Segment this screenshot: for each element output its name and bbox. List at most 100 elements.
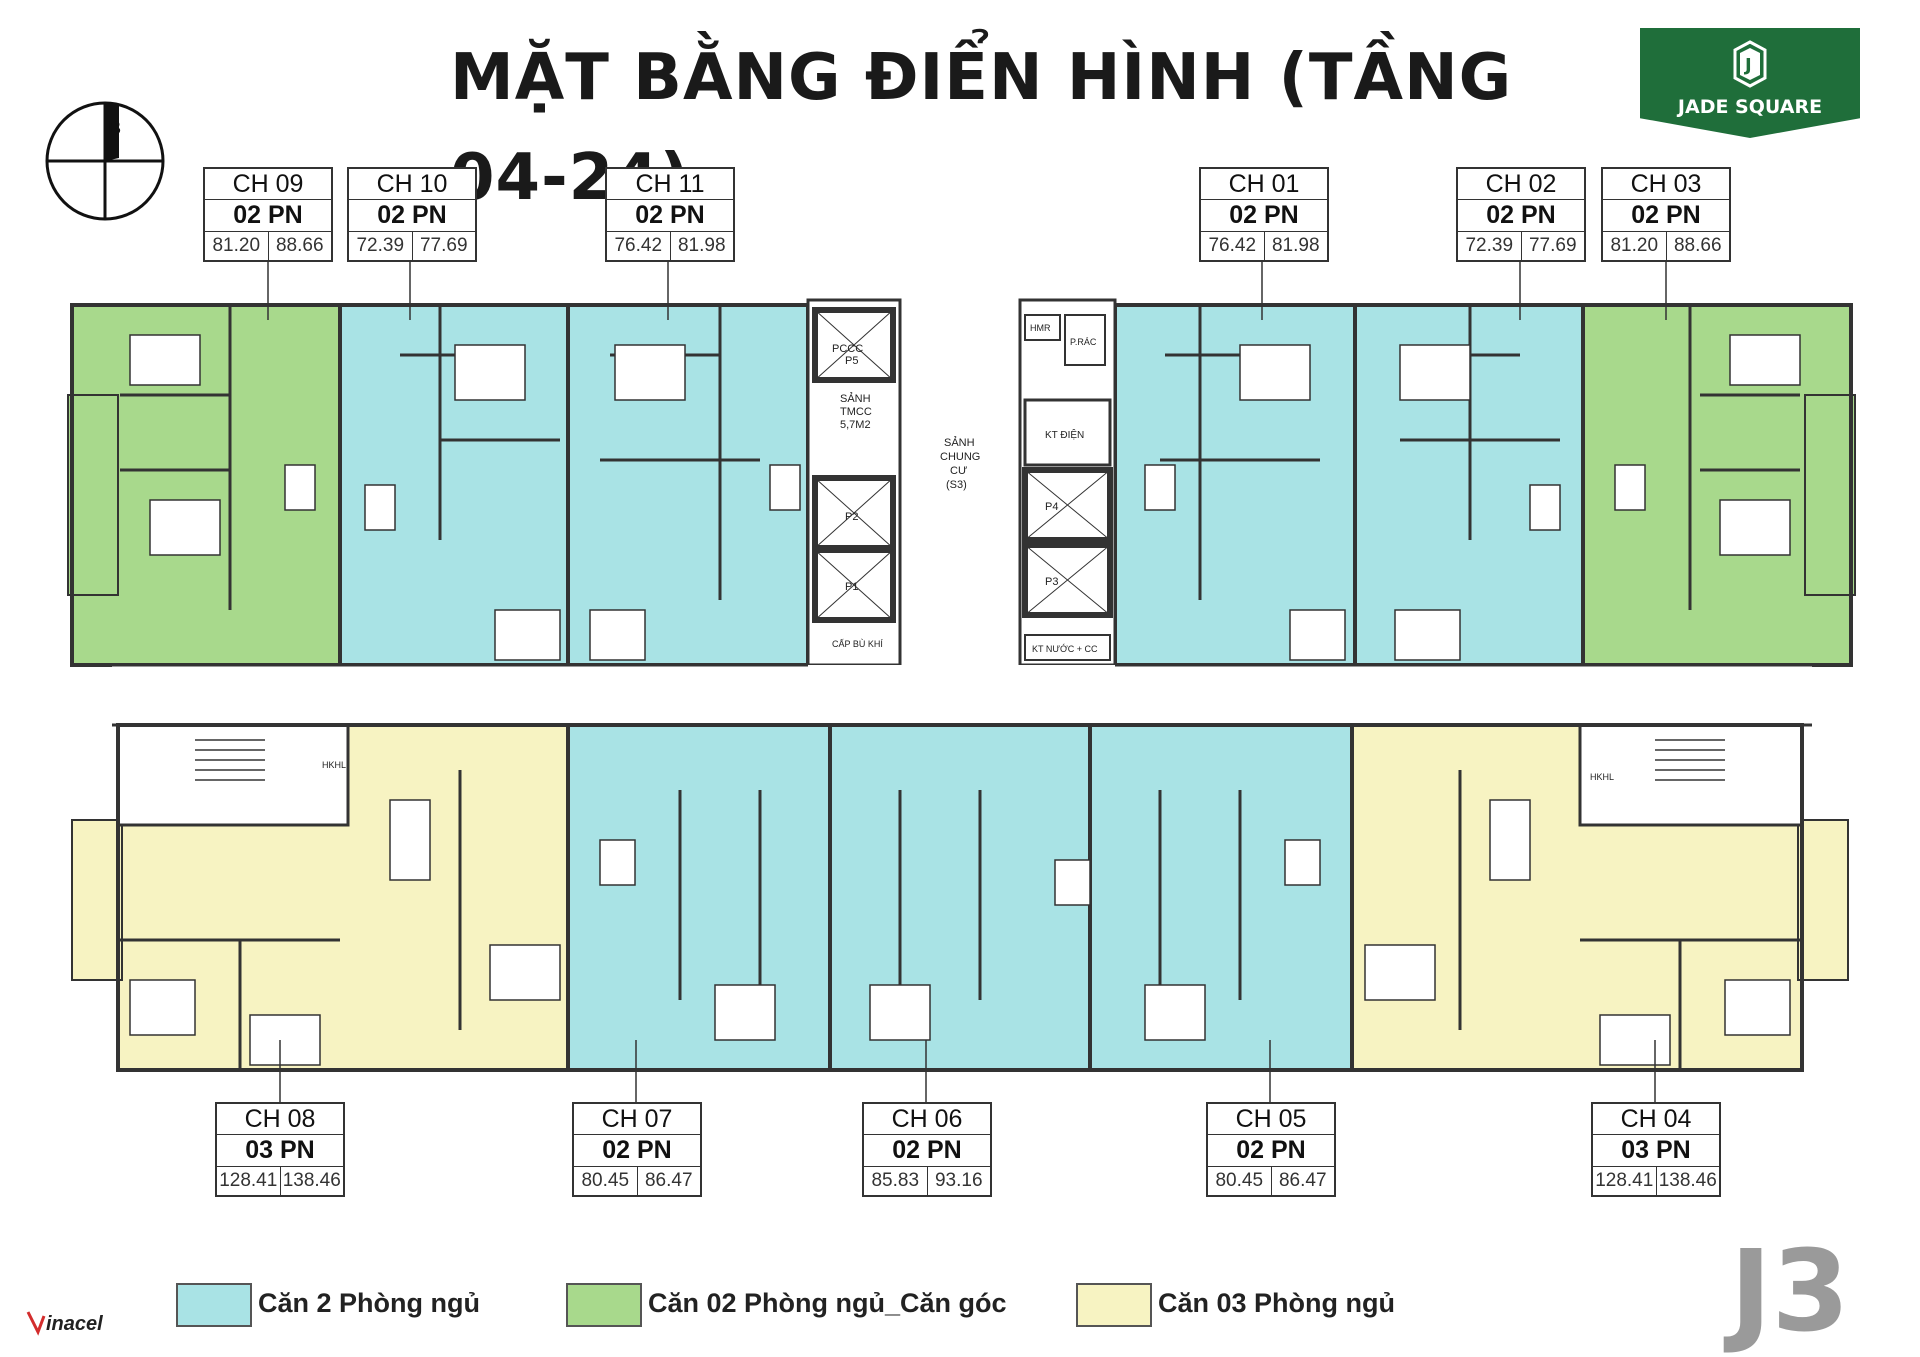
core-pcsc: PCCC: [832, 343, 863, 355]
core-water: KT NƯỚC + CC: [1032, 644, 1098, 654]
unit-ch04-balcony: [1797, 819, 1849, 981]
unit-ch05-area: [1090, 725, 1352, 1070]
unit-label-ch11: CH 11 02 PN 76.42 81.98: [605, 167, 735, 262]
unit-ch09-balcony: [67, 394, 119, 596]
legend-swatch-corner: [566, 1283, 642, 1327]
unit-type: 02 PN: [1208, 1135, 1334, 1167]
unit-area-b: 93.16: [934, 1170, 983, 1191]
unit-label-ch06: CH 06 02 PN 85.83 93.16: [862, 1102, 992, 1197]
unit-type: 02 PN: [864, 1135, 990, 1167]
unit-label-ch10: CH 10 02 PN 72.39 77.69: [347, 167, 477, 262]
unit-area-a: 85.83: [864, 1167, 928, 1195]
unit-area-b: 86.47: [644, 1170, 693, 1191]
unit-area-b: 77.69: [419, 235, 468, 256]
unit-area-a: 72.39: [349, 232, 413, 260]
unit-type: 02 PN: [349, 200, 475, 232]
core-p2: P2: [845, 511, 858, 523]
unit-code: CH 06: [864, 1104, 990, 1135]
brand-text: inacel: [46, 1313, 103, 1335]
core-trash: P.RÁC: [1070, 337, 1097, 347]
jade-square-logo: J JADE SQUARE: [1640, 28, 1860, 138]
unit-type: 02 PN: [607, 200, 733, 232]
inacel-brand-logo: inacel: [26, 1311, 103, 1336]
legend-label-corner: Căn 02 Phòng ngủ_Căn góc: [648, 1288, 1007, 1318]
core-electric: KT ĐIỆN: [1045, 428, 1084, 441]
core-lobby-main-2: CHUNG: [940, 451, 980, 463]
unit-ch11-area: [568, 305, 808, 665]
corridor: [112, 665, 1812, 725]
legend-label-3-bedroom: Căn 03 Phòng ngủ: [1158, 1288, 1396, 1318]
unit-area-b: 88.66: [1673, 235, 1722, 256]
unit-type: 02 PN: [574, 1135, 700, 1167]
unit-label-ch09: CH 09 02 PN 81.20 88.66: [203, 167, 333, 262]
unit-area-b: 88.66: [275, 235, 324, 256]
core-lobby-main-4: (S3): [946, 479, 967, 491]
core-hmr: HMR: [1030, 323, 1051, 333]
unit-code: CH 03: [1603, 169, 1729, 200]
unit-code: CH 11: [607, 169, 733, 200]
top-wing: [67, 303, 1856, 667]
legend-swatch-2-bedroom: [176, 1283, 252, 1327]
unit-code: CH 07: [574, 1104, 700, 1135]
block-id: J3: [1730, 1227, 1850, 1357]
bottom-wing: HKHL HKHL: [71, 723, 1849, 1072]
unit-area-a: 76.42: [607, 232, 671, 260]
logo-mark-letter: J: [1743, 55, 1752, 76]
unit-area-a: 72.39: [1458, 232, 1522, 260]
compass-letter: B: [108, 118, 121, 138]
unit-area-a: 76.42: [1201, 232, 1265, 260]
core-p4: P4: [1045, 501, 1058, 513]
unit-type: 03 PN: [217, 1135, 343, 1167]
core-p1: P1: [845, 581, 858, 593]
core-hkhl-right: HKHL: [1590, 772, 1614, 782]
unit-area-a: 128.41: [1593, 1167, 1657, 1195]
unit-ch08-balcony: [71, 819, 123, 981]
core-p5: P5: [845, 355, 858, 367]
unit-code: CH 01: [1201, 169, 1327, 200]
core-lobby-main-3: CƯ: [950, 465, 967, 477]
unit-code: CH 08: [217, 1104, 343, 1135]
unit-area-b: 138.46: [1658, 1170, 1717, 1191]
core-lobby-small-2: TMCC: [840, 406, 872, 418]
core-top: PCCC P5 SẢNH TMCC 5,7M2 P2 P1 CẤP BÙ KHÍ…: [806, 298, 1117, 667]
unit-ch06-area: [830, 725, 1090, 1070]
unit-label-ch01: CH 01 02 PN 76.42 81.98: [1199, 167, 1329, 262]
unit-area-b: 81.98: [677, 235, 726, 256]
unit-area-b: 81.98: [1271, 235, 1320, 256]
unit-area-a: 81.20: [205, 232, 269, 260]
unit-code: CH 05: [1208, 1104, 1334, 1135]
unit-area-b: 138.46: [282, 1170, 341, 1191]
core-lobby-main: SẢNH: [944, 436, 975, 449]
unit-code: CH 10: [349, 169, 475, 200]
core-lobby-small: SẢNH: [840, 392, 871, 405]
jade-gem-icon: J: [1733, 40, 1767, 88]
unit-type: 02 PN: [1603, 200, 1729, 232]
unit-area-b: 86.47: [1278, 1170, 1327, 1191]
unit-area-a: 80.45: [574, 1167, 638, 1195]
logo-text: JADE SQUARE: [1677, 96, 1823, 118]
unit-code: CH 02: [1458, 169, 1584, 200]
unit-type: 02 PN: [205, 200, 331, 232]
unit-label-ch07: CH 07 02 PN 80.45 86.47: [572, 1102, 702, 1197]
unit-ch07-area: [568, 725, 830, 1070]
unit-area-a: 80.45: [1208, 1167, 1272, 1195]
core-hkhl-left: HKHL: [322, 760, 346, 770]
unit-label-ch05: CH 05 02 PN 80.45 86.47: [1206, 1102, 1336, 1197]
unit-type: 02 PN: [1201, 200, 1327, 232]
core-lobby-small-3: 5,7M2: [840, 419, 871, 431]
unit-type: 02 PN: [1458, 200, 1584, 232]
unit-code: CH 09: [205, 169, 331, 200]
compass-icon: B: [45, 101, 165, 221]
unit-ch03-balcony: [1804, 394, 1856, 596]
unit-code: CH 04: [1593, 1104, 1719, 1135]
legend-label-2-bedroom: Căn 2 Phòng ngủ: [258, 1288, 480, 1318]
unit-area-a: 128.41: [217, 1167, 281, 1195]
unit-type: 03 PN: [1593, 1135, 1719, 1167]
core-p3: P3: [1045, 576, 1058, 588]
legend-swatch-3-bedroom: [1076, 1283, 1152, 1327]
